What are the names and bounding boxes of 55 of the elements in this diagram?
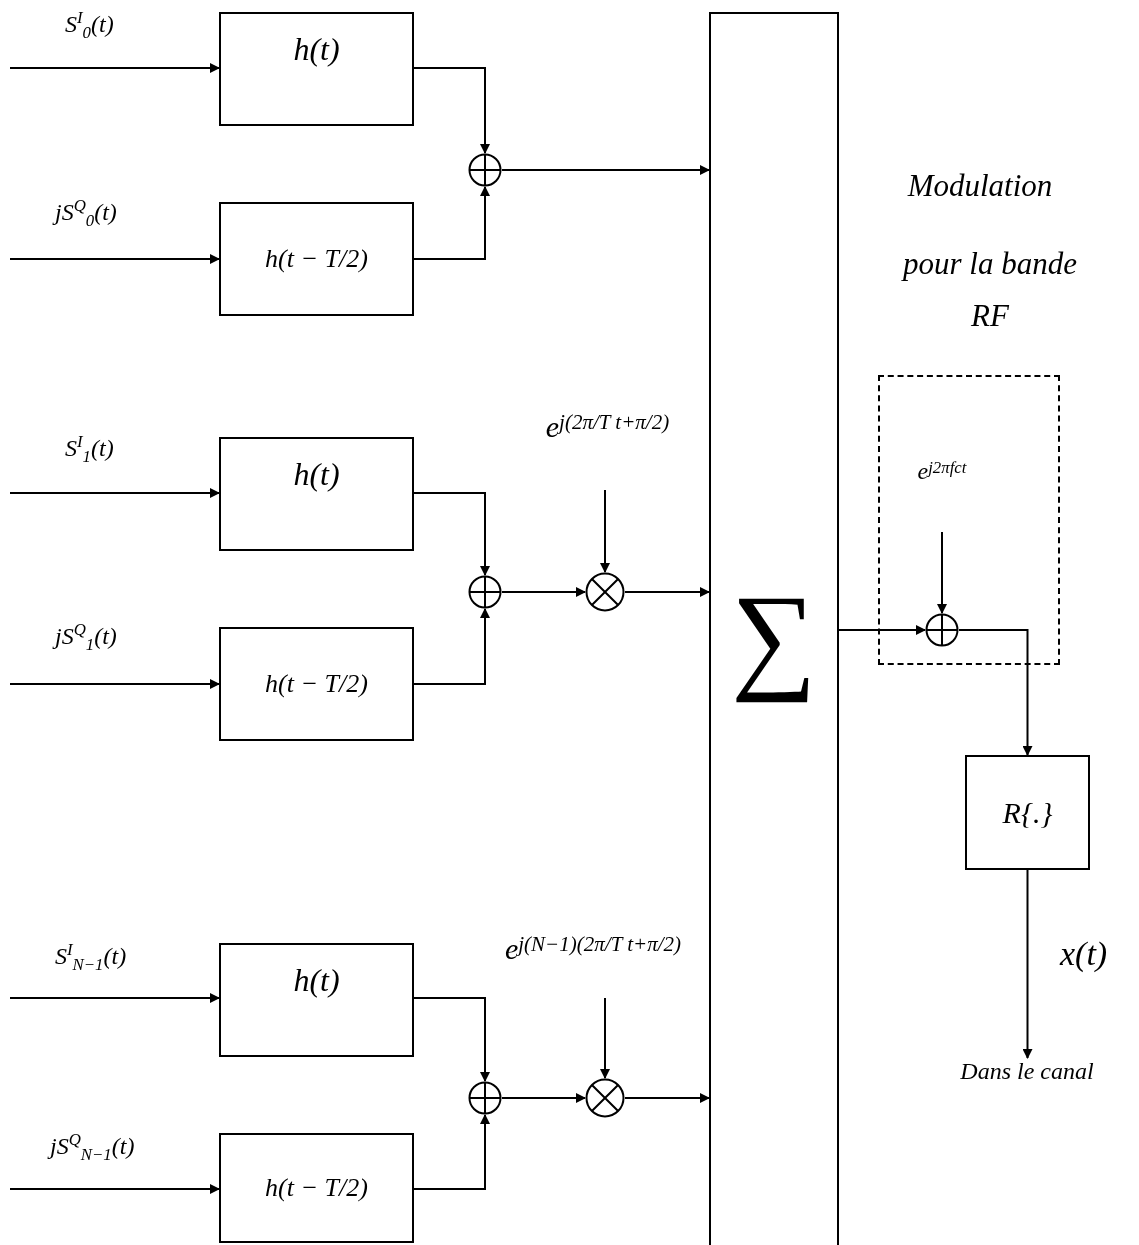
arrow: [9, 679, 220, 689]
arrow: [838, 625, 926, 635]
adder-symbol: [468, 575, 502, 609]
arrow: [413, 608, 490, 685]
arrow: [600, 489, 610, 573]
formula-text: R{.}: [1002, 795, 1053, 830]
arrow: [413, 997, 490, 1082]
filter-box: [219, 437, 414, 551]
arrow: [9, 488, 220, 498]
arrow: [9, 1184, 220, 1194]
adder-symbol: [924, 612, 959, 647]
formula-text: h(t): [293, 30, 340, 68]
formula-text: h(t − T/2): [265, 244, 368, 274]
filter-box: [219, 627, 414, 741]
summation-bar: [709, 12, 839, 1245]
arrow: [624, 587, 710, 597]
adder-symbol: [468, 153, 502, 187]
arrow: [413, 492, 490, 576]
signal-label: x(t): [1060, 935, 1108, 973]
multiplier-symbol: [585, 1078, 625, 1118]
arrow: [937, 531, 947, 614]
filter-box: [219, 12, 414, 126]
formula-text: h(t): [293, 455, 340, 493]
dashed-group-box: [878, 375, 1060, 665]
arrow: [501, 165, 710, 175]
filter-box: [965, 755, 1090, 870]
filter-box: [219, 943, 414, 1057]
formula-label: e$^{j(N−1)(2π/T t+π/2)}$: [482, 932, 704, 998]
formula-label: e$^{j(2π/T t+π/2)}$: [520, 410, 695, 490]
signal-label: S$^{I}$$_{0}$(t): [65, 8, 114, 43]
formula-text: h(t − T/2): [265, 1173, 368, 1203]
arrow: [413, 186, 490, 260]
filter-box: [219, 202, 414, 316]
arrow: [1022, 869, 1033, 1059]
arrow: [9, 63, 220, 73]
arrow: [501, 587, 586, 597]
caption-text: pour la bande RF: [900, 245, 1078, 335]
formula-text: h(t): [293, 961, 340, 999]
adder-symbol: [468, 1081, 502, 1115]
formula-text: h(t − T/2): [265, 669, 368, 699]
arrow: [413, 1114, 490, 1190]
arrow: [624, 1093, 710, 1103]
signal-label: S$^{I}$$_{N−1}$(t): [55, 940, 127, 975]
arrow: [413, 67, 490, 154]
destination-label: Dans le canal: [917, 1058, 1137, 1094]
filter-box: [219, 1133, 414, 1243]
signal-label: S$^{I}$$_{1}$(t): [65, 432, 114, 467]
sigma-symbol: ∑: [731, 569, 817, 705]
caption-text: Modulation: [906, 167, 1054, 205]
arrow: [958, 629, 1033, 756]
multiplier-symbol: [585, 572, 625, 612]
arrow: [9, 993, 220, 1003]
arrow: [600, 997, 610, 1079]
arrow: [501, 1093, 586, 1103]
arrow: [9, 254, 220, 264]
